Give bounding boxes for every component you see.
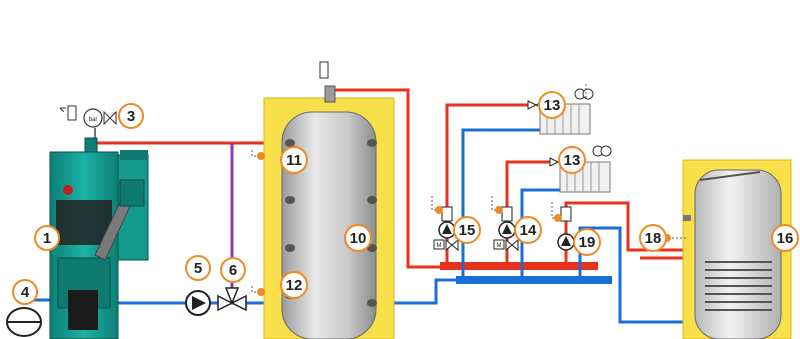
badge-18: 18 — [640, 225, 671, 251]
svg-text:3: 3 — [127, 108, 135, 125]
cold-manifold — [456, 276, 612, 284]
manometer-group: bar — [60, 106, 116, 127]
svg-text:13: 13 — [564, 152, 581, 169]
badge-4: 4 — [13, 280, 37, 304]
badge-1: 1 — [35, 226, 59, 250]
svg-text:10: 10 — [350, 230, 367, 247]
mixing-valve-icon — [218, 288, 246, 310]
svg-text:11: 11 — [286, 152, 302, 169]
svg-text:16: 16 — [777, 230, 794, 247]
svg-text:19: 19 — [579, 234, 596, 251]
badge-6: 6 — [221, 258, 245, 282]
boiler — [50, 138, 148, 339]
circulation-pump-icon — [186, 291, 210, 315]
svg-text:1: 1 — [43, 230, 51, 247]
rad-top-cold — [463, 130, 545, 276]
badge-16: 16 — [772, 225, 798, 251]
badge-10: 10 — [345, 225, 371, 251]
buffer-tank — [264, 62, 394, 339]
water-heater — [683, 160, 791, 339]
badge-13-top: 13 — [539, 92, 565, 118]
svg-text:15: 15 — [459, 222, 476, 239]
svg-text:13: 13 — [544, 97, 561, 114]
svg-text:6: 6 — [229, 262, 237, 279]
safety-valve-icon — [104, 112, 116, 124]
badge-13-mid: 13 — [559, 147, 585, 173]
badge-3: 3 — [119, 104, 143, 128]
svg-text:5: 5 — [194, 260, 202, 277]
bar-unit-label: bar — [89, 117, 98, 123]
badge-5: 5 — [186, 256, 210, 280]
svg-text:18: 18 — [645, 230, 662, 247]
svg-text:4: 4 — [21, 284, 30, 301]
air-vent-icon — [68, 106, 76, 120]
mixer-motor-label-a: M — [437, 243, 442, 249]
expansion-vessel — [7, 308, 41, 336]
mixer-motor-label-b: M — [497, 243, 502, 249]
svg-text:14: 14 — [520, 222, 537, 239]
svg-text:12: 12 — [286, 277, 303, 294]
